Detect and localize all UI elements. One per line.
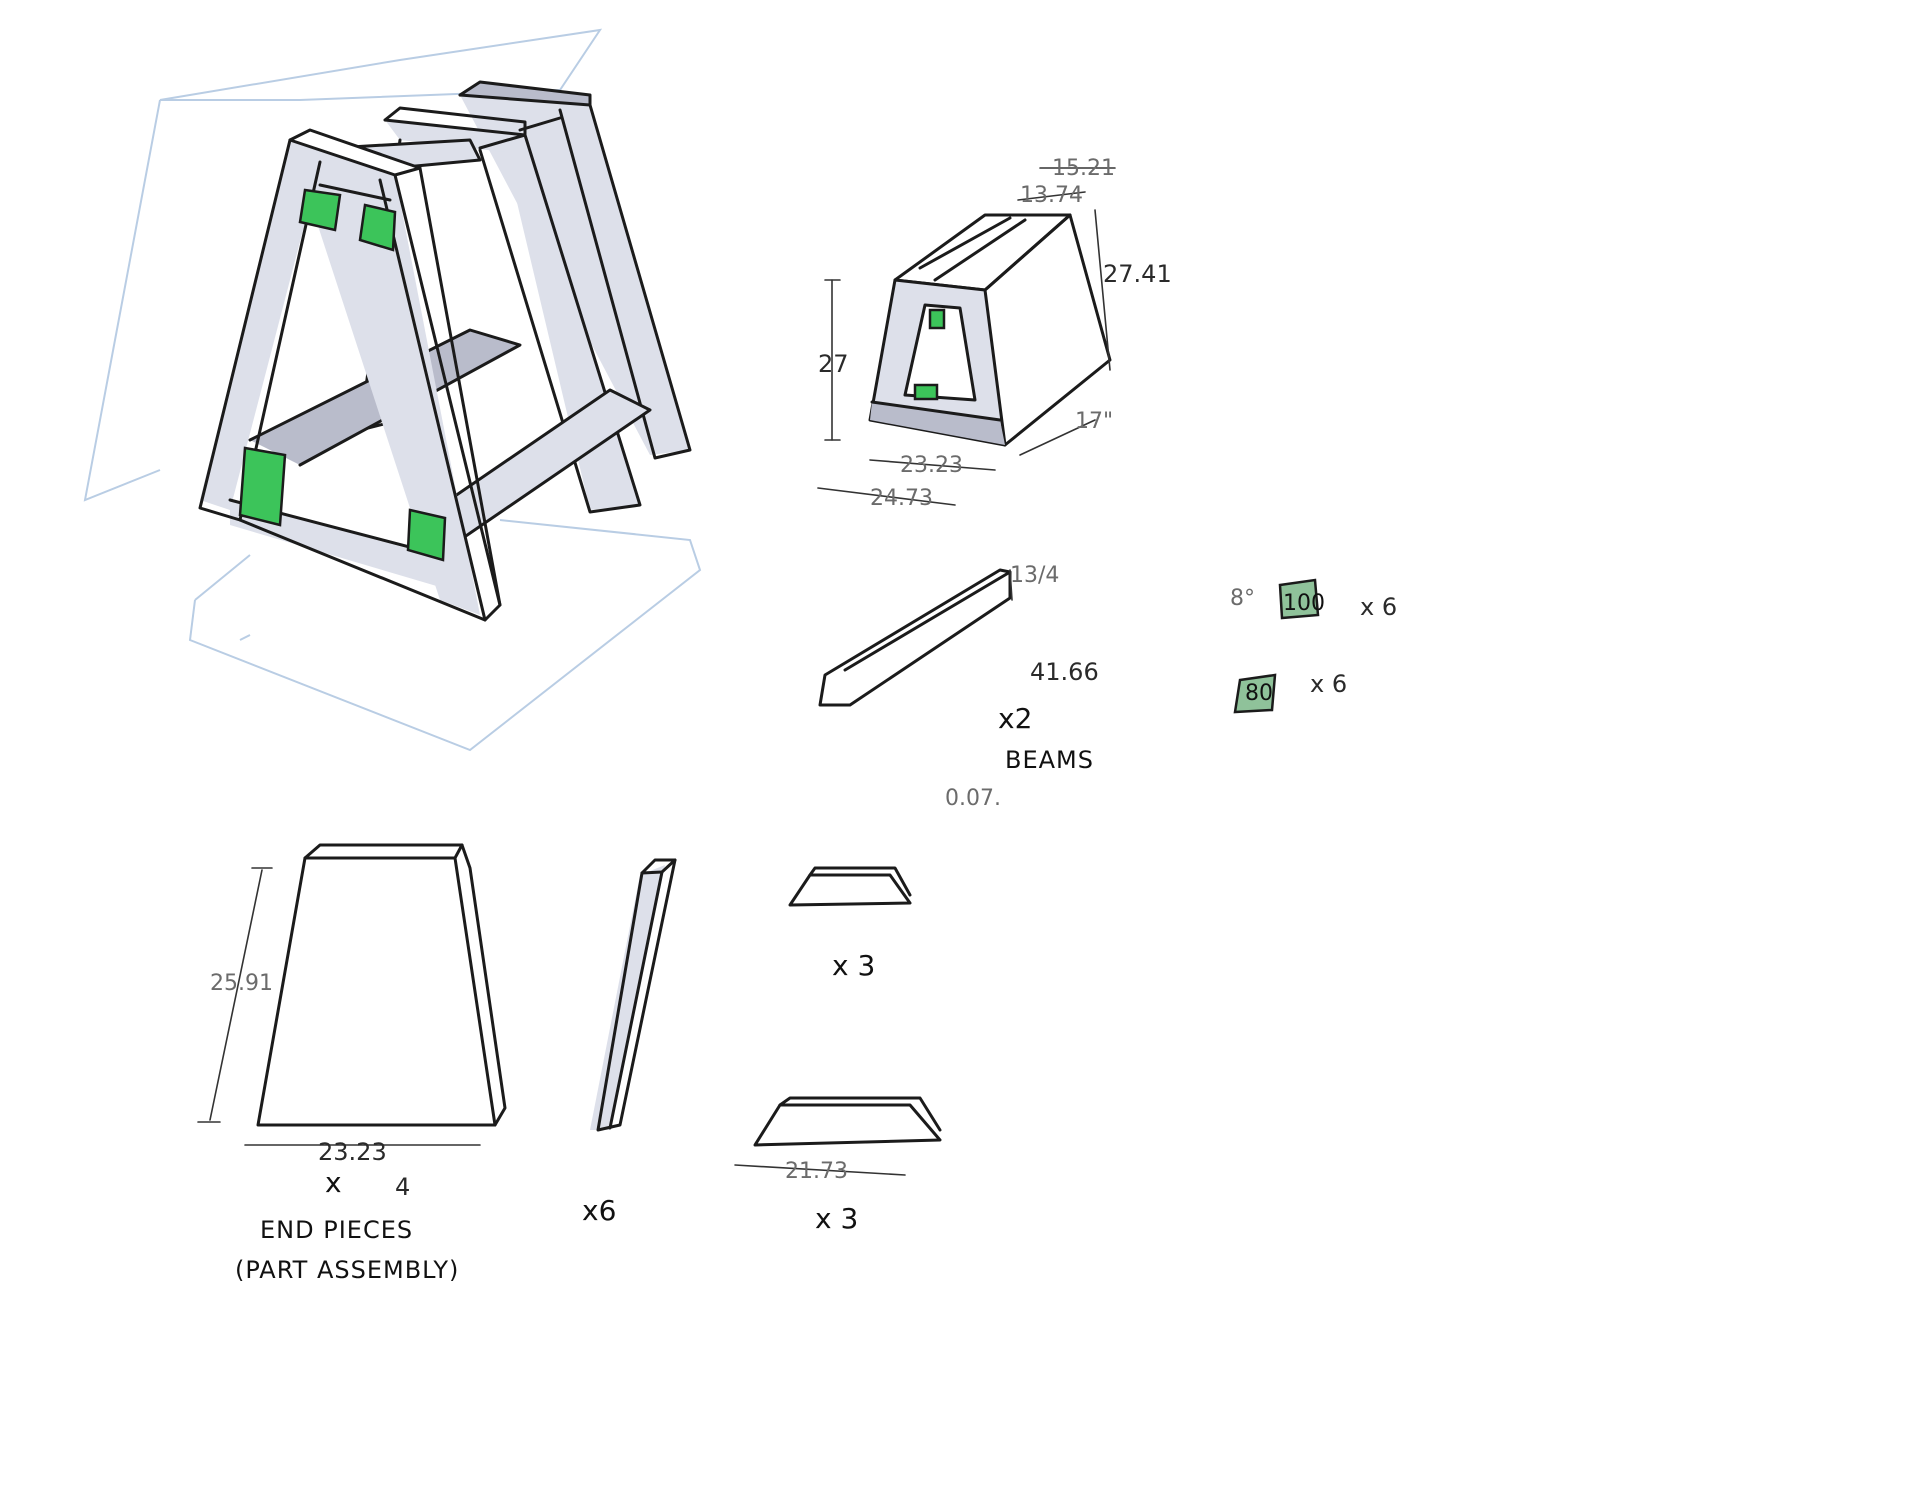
dimension-base-inner: 23.23	[900, 453, 963, 478]
dimension-top-inner: 13.74	[1020, 183, 1083, 208]
wedge-a-angle-1: 8°	[1230, 586, 1255, 611]
leg-part: x6	[582, 858, 677, 1227]
end-piece-multiplier: x	[325, 1166, 342, 1199]
rail-parts: x 3 21.73 x 3	[734, 866, 942, 1235]
beam-note: 0.07.	[945, 786, 1001, 811]
joint-block	[358, 203, 397, 252]
assembled-box-view: 15.21 13.74 27.41 27 17" 23.23 24.73	[817, 156, 1172, 511]
leg-count: x6	[582, 1194, 616, 1227]
dimension-back-height: 27.41	[1103, 260, 1172, 288]
wedge-block-a	[1278, 578, 1320, 620]
wedge-b-count: x 6	[1310, 670, 1347, 698]
wedge-block-b	[1233, 673, 1277, 714]
dimension-front-height: 27	[818, 350, 849, 378]
long-rail-count: x 3	[815, 1202, 858, 1235]
end-piece-height: 25.91	[210, 971, 273, 996]
wedge-a-angle-2: 100	[1283, 591, 1325, 616]
joint-block	[406, 508, 447, 562]
beam-length-dimension: 41.66	[1030, 658, 1099, 686]
construction-guide-lines	[83, 28, 702, 752]
end-piece-width: 23.23	[318, 1138, 387, 1166]
wedge-a-count: x 6	[1360, 593, 1397, 621]
wedge-b-angle: 80	[1245, 681, 1273, 706]
ground-plane-guide	[239, 634, 251, 641]
beam-section-dimension: 13/4	[1010, 563, 1059, 588]
sawhorse-isometric-drawing	[83, 28, 702, 752]
end-piece-part: 25.91 23.23 x 4 END PIECES (PART ASSEMBL…	[197, 843, 507, 1284]
joint-block	[928, 308, 946, 330]
end-piece-name: END PIECES	[260, 1216, 413, 1244]
front-end-frame	[198, 128, 502, 622]
end-piece-count: 4	[395, 1173, 410, 1201]
end-piece-subtitle: (PART ASSEMBLY)	[235, 1256, 459, 1284]
beam-part: 13/4 41.66 x2 BEAMS 0.07.	[818, 563, 1099, 811]
long-rail-length: 21.73	[785, 1159, 848, 1184]
joint-block	[238, 446, 287, 527]
wedge-parts: 8° 100 x 6 80 x 6	[1230, 578, 1397, 714]
corner-joint-blocks	[238, 188, 447, 562]
dimension-depth: 17"	[1075, 409, 1113, 434]
beam-name: BEAMS	[1005, 746, 1094, 774]
beam-count: x2	[998, 702, 1032, 735]
short-rail-count: x 3	[832, 949, 875, 982]
dimension-base-outer: 24.73	[870, 486, 933, 511]
dimension-top-outer: 15.21	[1052, 156, 1115, 181]
joint-block	[913, 383, 939, 401]
joint-block	[298, 188, 342, 232]
